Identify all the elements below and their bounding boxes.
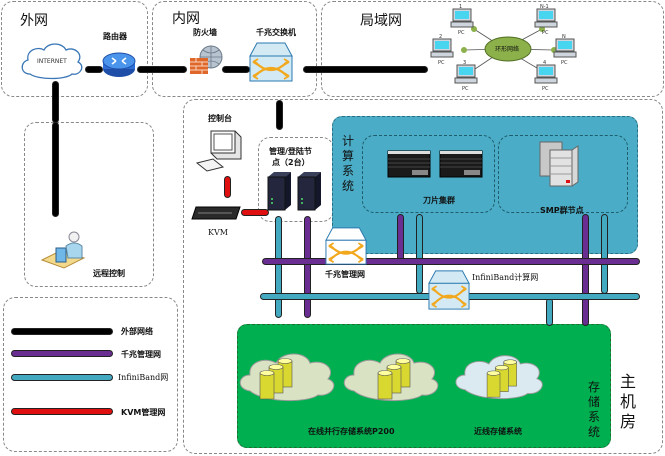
link-console-kvm [224, 176, 231, 198]
link-kvm-mgmt [241, 209, 269, 216]
mgmt-server-icon-2 [297, 172, 321, 211]
lan-pc-1: 1 PC [450, 4, 474, 36]
legend-swatch-gigabit [11, 350, 113, 357]
legend-label-kvm: KVM管理网 [121, 408, 166, 417]
pc-icon [534, 64, 558, 84]
link-internet-remote [52, 81, 59, 123]
smp-server-icon [539, 141, 579, 187]
nearline-storage-cloud [455, 355, 543, 400]
nearline-storage-label: 近线存储系统 [474, 427, 522, 436]
mgmt-nodes-label-line2: 点（2台） [272, 158, 310, 167]
gigabit-mgmt-net-label: 千兆管理网 [325, 270, 365, 279]
mgmt-server-icon-1 [267, 172, 291, 211]
zone-legend [3, 297, 178, 452]
router-icon [102, 52, 136, 77]
link-gig-blade [397, 214, 404, 262]
zone-internal-title: 内网 [172, 11, 200, 27]
link-firewall-switch [222, 66, 250, 73]
legend-label-external: 外部网络 [121, 327, 153, 336]
blade-cluster-label: 刀片集群 [423, 196, 455, 205]
link-switch-lan [303, 66, 428, 73]
compute-system-title: 计算系统 [342, 134, 355, 193]
online-storage-label: 在线并行存储系统P200 [308, 427, 395, 436]
zone-external-title: 外网 [20, 13, 48, 29]
router-label: 路由器 [103, 32, 127, 41]
link-ib-blade [416, 214, 423, 294]
pc-icon [534, 8, 558, 28]
mgmt-nodes-label-line1: 管理/登陆节 [269, 147, 312, 156]
remote-operator-icon [40, 231, 86, 269]
kvm-label: KVM [208, 228, 228, 237]
zone-main-room-title: 主机房 [620, 372, 637, 431]
storage-system-title: 存储系统 [588, 380, 601, 439]
zone-lan-title: 局域网 [360, 13, 402, 29]
link-switch-mgmt [276, 100, 283, 130]
lan-pc-4: 4 PC [534, 60, 558, 92]
firewall-icon [190, 45, 223, 74]
smp-nodes-label: SMP群节点 [540, 206, 584, 215]
gigabit-mgmt-switch-icon [325, 227, 367, 265]
kvm-icon [191, 206, 241, 220]
internet-label: INTERNET [37, 58, 67, 65]
gigabit-switch-label: 千兆交换机 [256, 28, 296, 37]
link-remote-drop [52, 122, 59, 217]
link-ib-storage [546, 298, 553, 326]
online-storage-cloud-2 [343, 353, 439, 402]
zone-smp [498, 135, 628, 213]
lan-pc-n: N PC [553, 34, 577, 66]
link-ib-smp [601, 214, 608, 294]
online-storage-cloud-1 [239, 353, 335, 402]
ring-network-label: 环形网络 [495, 46, 520, 53]
infiniband-net-label: InfiniBand计算网 [472, 273, 539, 282]
pc-icon [553, 38, 577, 58]
blade-server-icon-1 [387, 150, 431, 178]
link-router-firewall [137, 66, 187, 73]
link-ib-mgmt-node [275, 216, 282, 318]
link-internet-router [85, 66, 103, 73]
pc-icon [454, 64, 478, 84]
legend-swatch-infiniband [11, 374, 113, 381]
zone-remote [24, 122, 154, 287]
gigabit-switch-icon [249, 42, 293, 82]
legend-swatch-external [11, 328, 113, 335]
pc-icon [450, 8, 474, 28]
legend-swatch-kvm [11, 408, 113, 415]
legend-label-gigabit: 千兆管理网 [121, 350, 161, 359]
zone-lan [321, 1, 664, 97]
pc-icon [430, 38, 454, 58]
console-label: 控制台 [208, 114, 232, 123]
firewall-label: 防火墙 [193, 28, 217, 37]
link-gig-mgmt-node [304, 216, 311, 318]
remote-control-label: 远程控制 [93, 269, 125, 278]
zone-internal [152, 1, 317, 97]
zone-blade-cluster [362, 135, 495, 213]
legend-label-infiniband: InfiniBand网 [118, 373, 169, 382]
blade-server-icon-2 [439, 150, 483, 178]
gigabit-mgmt-bus [262, 258, 640, 265]
lan-pc-n-1: N-1 PC [534, 4, 558, 36]
infiniband-switch-icon [428, 270, 470, 310]
zone-external [1, 1, 148, 97]
link-gig-smp [582, 214, 589, 326]
zone-main-room [183, 99, 663, 454]
lan-pc-2: 2 PC [430, 34, 454, 66]
lan-pc-3: 3 PC [454, 60, 478, 92]
console-icon [195, 130, 242, 172]
internet-cloud-icon [21, 43, 83, 80]
